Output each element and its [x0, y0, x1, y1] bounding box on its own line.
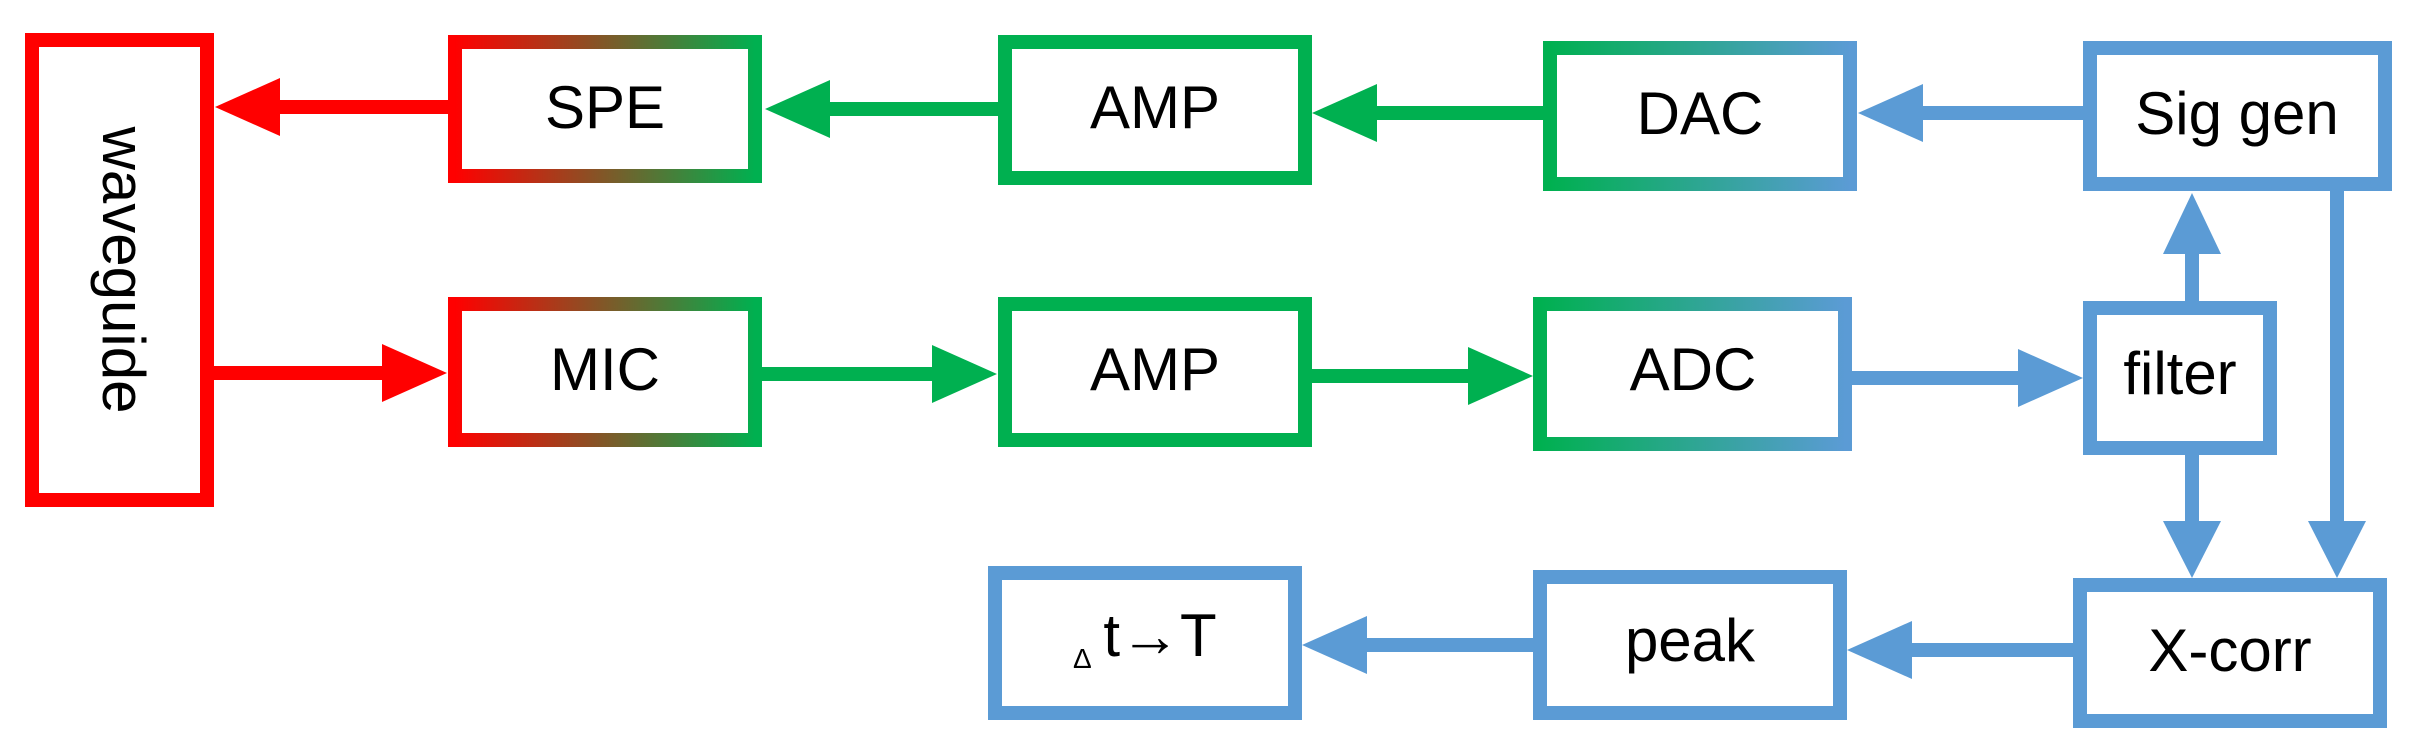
arrow-amp-to-spe — [765, 80, 998, 138]
amp-rx-label: AMP — [1090, 336, 1220, 403]
arrow-xcorr-to-peak — [1847, 621, 2073, 679]
dac-label: DAC — [1637, 80, 1764, 147]
peak-label: peak — [1625, 607, 1756, 674]
arrow-peak-to-result — [1302, 616, 1533, 674]
spe-label: SPE — [545, 74, 665, 141]
arrow-siggen-to-xcorr — [2308, 191, 2366, 578]
mic-block: MIC — [448, 297, 762, 447]
sig-gen-block: Sig gen — [2083, 41, 2392, 191]
arrow-filter-to-siggen — [2163, 193, 2221, 301]
arrow-dac-to-amp — [1312, 84, 1543, 142]
waveguide-block: waveguide — [25, 33, 214, 507]
mic-label: MIC — [550, 336, 660, 403]
sig-gen-label: Sig gen — [2135, 80, 2339, 147]
filter-label: filter — [2123, 340, 2236, 407]
temperature-conversion-label: t→T — [1103, 602, 1216, 669]
dac-block: DAC — [1543, 41, 1857, 191]
arrow-spe-to-waveguide — [215, 78, 448, 136]
arrow-filter-to-xcorr — [2163, 455, 2221, 578]
arrow-mic-to-amp — [762, 345, 997, 403]
xcorr-block: X-corr — [2073, 578, 2387, 728]
result-block: Δ t→T — [988, 566, 1302, 720]
adc-label: ADC — [1630, 336, 1757, 403]
xcorr-label: X-corr — [2148, 617, 2311, 684]
arrow-amp-to-adc — [1312, 347, 1533, 405]
filter-block: filter — [2083, 301, 2277, 455]
arrow-adc-to-filter — [1852, 349, 2083, 407]
amp-tx-label: AMP — [1090, 74, 1220, 141]
waveguide-label: waveguide — [90, 126, 157, 414]
arrow-siggen-to-dac — [1858, 84, 2083, 142]
peak-block: peak — [1533, 570, 1847, 720]
amp-rx-block: AMP — [998, 297, 1312, 447]
arrow-waveguide-to-mic — [207, 344, 447, 402]
adc-block: ADC — [1533, 297, 1852, 451]
delta-symbol: Δ — [1073, 643, 1092, 674]
spe-block: SPE — [448, 35, 762, 183]
amp-tx-block: AMP — [998, 35, 1312, 185]
